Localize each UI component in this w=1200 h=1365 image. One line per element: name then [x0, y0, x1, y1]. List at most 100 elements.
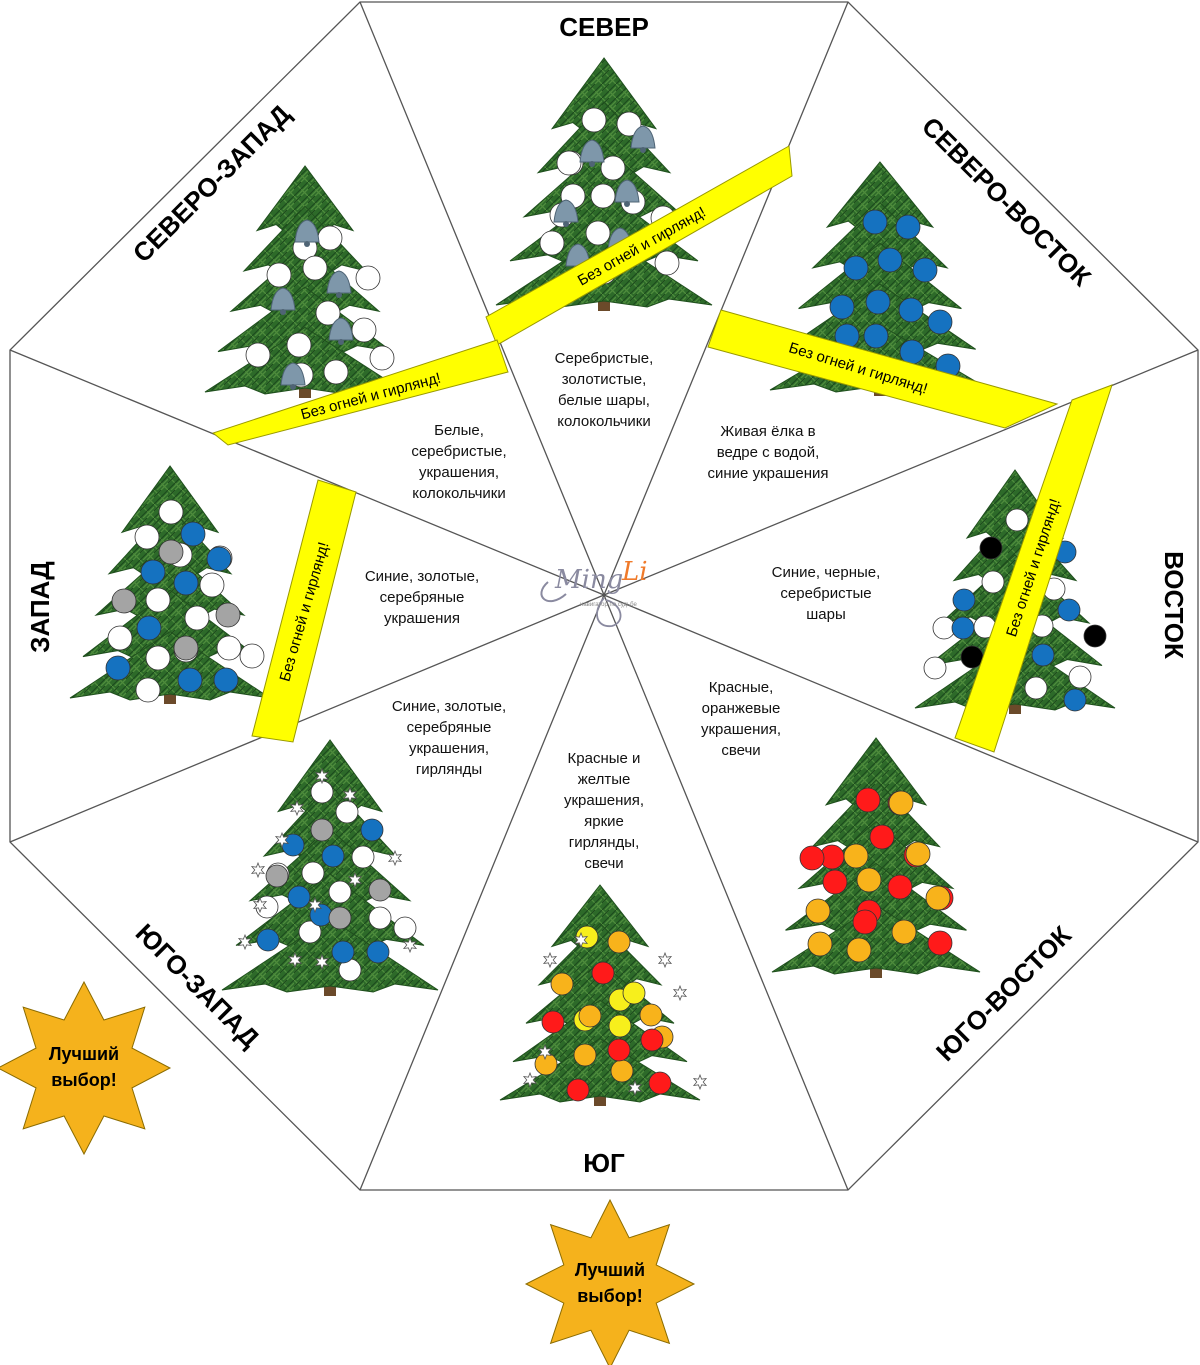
ornament-ball — [302, 255, 328, 281]
ornament-ball — [105, 655, 131, 681]
ornament-ball — [640, 1028, 664, 1052]
description-northeast: Живая ёлка в ведре с водой, синие украшени… — [708, 423, 829, 482]
description-line: шары — [806, 606, 846, 623]
logo-text-ming: Ming — [554, 565, 623, 595]
ornament-ball — [136, 615, 162, 641]
description-line: золотистые, — [562, 371, 647, 388]
description-line: украшения, — [419, 464, 499, 481]
tree-tier — [771, 904, 981, 975]
ornament-ball — [184, 605, 210, 631]
star-ornament — [342, 786, 358, 804]
ornament-ball — [173, 570, 199, 596]
star-south-line2: выбор! — [577, 1286, 643, 1306]
star-ornament — [314, 767, 330, 785]
ornament-ball — [566, 1078, 590, 1102]
description-line: свечи — [721, 742, 760, 759]
description-northwest: Белые, серебристые, украшения, колокольчики — [411, 422, 506, 502]
ornament-ball — [898, 297, 924, 323]
star-ornament — [347, 871, 363, 889]
star-ornament — [237, 933, 253, 951]
description-line: серебряные — [407, 719, 492, 736]
ornament-ball — [607, 930, 631, 954]
description-line: желтые — [578, 771, 631, 788]
star-ornament — [252, 896, 268, 914]
direction-south: ЮГ — [583, 1148, 625, 1178]
star-southwest-line2: выбор! — [51, 1070, 117, 1090]
ornament-ball — [578, 1004, 602, 1028]
ornament-ball — [177, 667, 203, 693]
star-ornament — [250, 861, 266, 879]
bell-ornament — [328, 317, 354, 345]
band-west: Без огней и гирлянд! — [251, 479, 357, 743]
ornament-ball — [256, 928, 280, 952]
ornament-ball — [887, 874, 913, 900]
star-ornament — [402, 936, 418, 954]
ornament-ball — [925, 885, 951, 911]
ornament-ball — [829, 294, 855, 320]
star-ornament — [387, 849, 403, 867]
direction-east: ВОСТОК — [1159, 551, 1189, 659]
description-line: украшения, — [564, 792, 644, 809]
ornament-ball — [331, 940, 355, 964]
description-line: Живая ёлка в — [720, 423, 815, 440]
ornament-ball — [140, 559, 166, 585]
description-line: колокольчики — [412, 485, 505, 502]
tree-south — [499, 884, 708, 1106]
ornament-ball — [585, 220, 611, 246]
description-line: белые шары, — [558, 392, 650, 409]
ornament-ball — [366, 940, 390, 964]
description-line: серебряные — [380, 589, 465, 606]
ornament-ball — [639, 1003, 663, 1027]
description-line: Красные, — [709, 679, 774, 696]
tree-southeast — [771, 737, 981, 978]
ornament-ball — [822, 869, 848, 895]
description-line: ведре с водой, — [717, 444, 820, 461]
ornament-ball — [539, 230, 565, 256]
ornament-ball — [581, 107, 607, 133]
ornament-ball — [799, 845, 825, 871]
ornament-ball — [355, 265, 381, 291]
ornament-ball — [1031, 643, 1055, 667]
star-ornament — [274, 831, 290, 849]
ornament-ball — [239, 643, 265, 669]
ornament-ball — [145, 645, 171, 671]
ornament-ball — [1005, 508, 1029, 532]
description-line: Белые, — [434, 422, 484, 439]
star-south-line1: Лучший — [575, 1260, 645, 1280]
ornament-ball — [951, 616, 975, 640]
description-line: серебристые, — [411, 443, 506, 460]
ornament-ball — [368, 906, 392, 930]
ornament-ball — [301, 861, 325, 885]
star-ornament — [537, 1043, 553, 1061]
ornament-ball — [266, 262, 292, 288]
ornament-ball — [360, 818, 384, 842]
ornament-ball — [856, 867, 882, 893]
ornament-ball — [245, 342, 271, 368]
ornament-ball — [315, 300, 341, 326]
direction-west: ЗАПАД — [25, 561, 55, 653]
ornament-ball — [216, 635, 242, 661]
star-ornament — [289, 799, 305, 817]
ornament-ball — [981, 570, 1005, 594]
ornament-ball — [328, 880, 352, 904]
tree-tier — [69, 631, 271, 701]
logo-text-li: Li — [621, 557, 648, 587]
ornament-ball — [321, 844, 345, 868]
ornament-ball — [556, 150, 582, 176]
ornament-ball — [852, 909, 878, 935]
ornament-ball — [855, 787, 881, 813]
bell-ornament — [280, 362, 306, 390]
description-line: Красные и — [568, 750, 641, 767]
ornament-ball — [158, 539, 184, 565]
description-line: синие украшения — [708, 465, 829, 482]
description-line: Синие, золотые, — [392, 698, 506, 715]
ornament-ball — [213, 667, 239, 693]
star-ornament — [692, 1073, 708, 1091]
ornament-ball — [215, 602, 241, 628]
ornament-ball — [905, 841, 931, 867]
star-ornament — [522, 1071, 538, 1089]
